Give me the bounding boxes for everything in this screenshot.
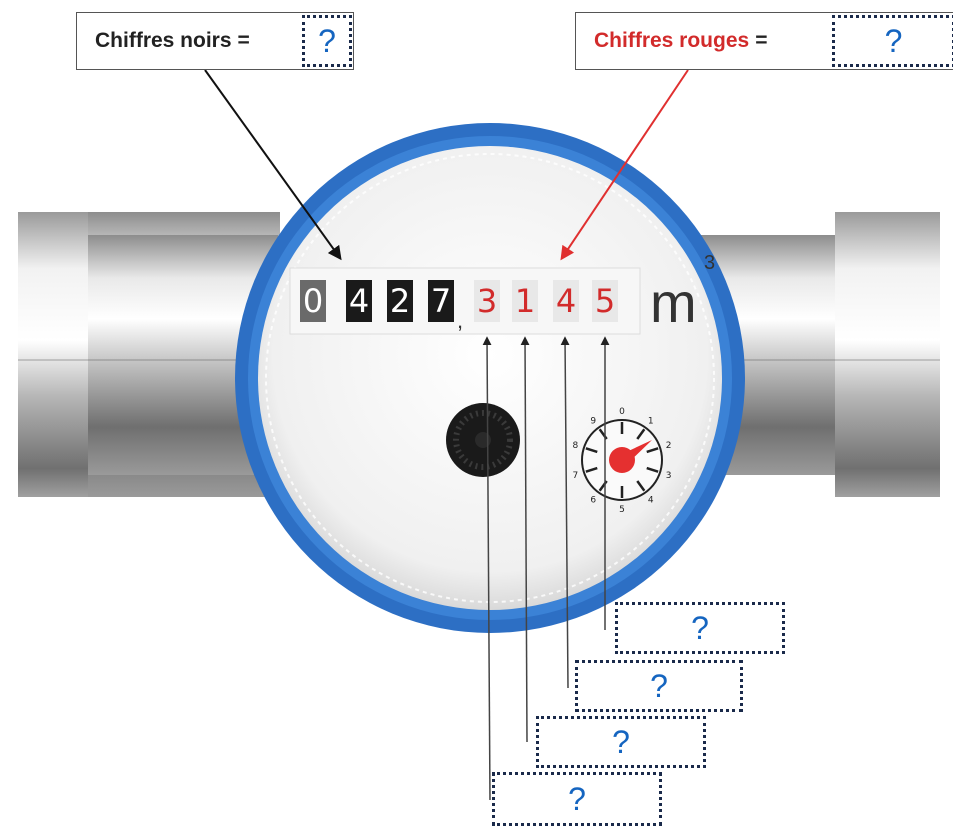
liter-dial: 0 1 2 3 4 5 6 7 8 9 <box>573 407 672 515</box>
digit-arrow-2 <box>520 336 530 743</box>
digit-answer-box-1[interactable]: ? <box>492 772 662 826</box>
red-digit: 1 <box>512 280 538 322</box>
dial-tick <box>636 480 646 492</box>
black-digits-label-text: Chiffres noirs <box>95 29 232 52</box>
red-digits-answer-box[interactable]: ? <box>832 15 953 67</box>
digit-answer-box-2[interactable]: ? <box>536 716 706 768</box>
black-digit: 0 <box>300 280 326 322</box>
red-digit: 3 <box>474 280 500 322</box>
red-digit: 4 <box>553 280 579 322</box>
digit-answer-box-3[interactable]: ? <box>575 660 743 712</box>
unit-exponent: 3 <box>704 252 716 274</box>
digit-answer-box-4[interactable]: ? <box>615 602 785 654</box>
black-digits-answer-box[interactable]: ? <box>302 15 352 67</box>
dial-number: 8 <box>573 441 579 451</box>
dial-tick <box>636 428 646 440</box>
dial-number: 9 <box>590 416 596 426</box>
dial-tick <box>585 447 598 454</box>
black-digit: 4 <box>346 280 372 322</box>
black-label-arrow <box>204 69 342 261</box>
dial-number: 4 <box>648 496 654 506</box>
dial-number: 5 <box>619 505 625 515</box>
dial-tick <box>646 447 659 454</box>
black-digits-equals: = <box>237 29 250 52</box>
meter-face <box>258 146 722 610</box>
black-digit: 7 <box>428 280 454 322</box>
digit-arrow-3 <box>560 336 570 689</box>
dial-number: 1 <box>648 416 654 426</box>
red-label-arrow <box>560 69 689 261</box>
dial-tick <box>646 466 659 473</box>
red-digits-label-text: Chiffres rouges <box>594 29 750 52</box>
adjustment-knob <box>446 403 520 477</box>
black-digit: 2 <box>387 280 413 322</box>
counter-window <box>289 267 641 335</box>
dial-number: 0 <box>619 407 625 417</box>
dial-tick <box>585 466 598 473</box>
unit-label: m <box>650 271 697 334</box>
dial-number: 6 <box>590 496 596 506</box>
dial-number: 7 <box>573 471 579 481</box>
digit-arrow-1 <box>482 336 492 801</box>
decimal-comma: , <box>457 308 464 333</box>
dial-number: 2 <box>666 441 672 451</box>
dial-number: 3 <box>666 471 672 481</box>
red-digit: 5 <box>592 280 618 322</box>
red-digits-equals: = <box>755 29 768 52</box>
